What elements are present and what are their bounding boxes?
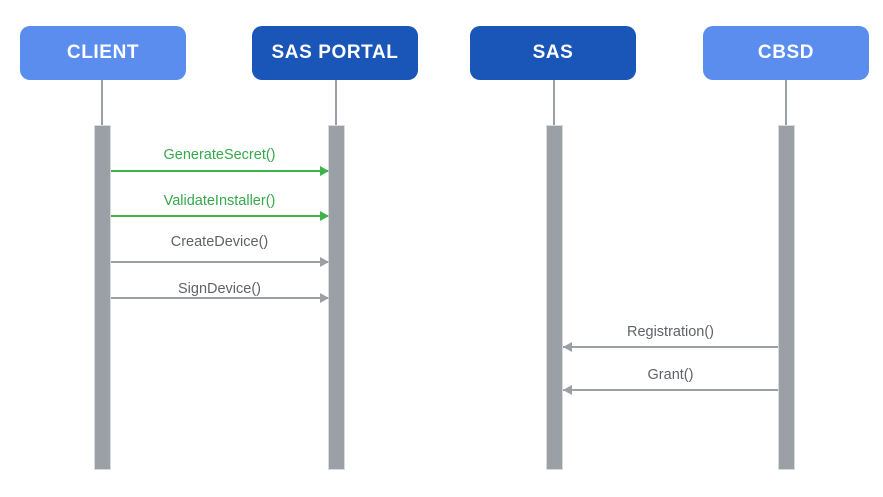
lifeline-sas	[553, 80, 555, 125]
message-arrowhead-registration	[563, 342, 572, 352]
message-line-create-device	[111, 261, 328, 263]
activation-bar-cbsd	[778, 125, 795, 470]
actor-box-sas-portal[interactable]: SAS PORTAL	[252, 26, 418, 80]
actor-box-cbsd[interactable]: CBSD	[703, 26, 869, 80]
lifeline-sas-portal	[335, 80, 337, 125]
lifeline-client	[101, 80, 103, 125]
actor-box-client[interactable]: CLIENT	[20, 26, 186, 80]
message-line-sign-device	[111, 297, 328, 299]
activation-bar-client	[94, 125, 111, 470]
activation-bar-sas-portal	[328, 125, 345, 470]
message-arrowhead-create-device	[320, 257, 329, 267]
message-line-registration	[563, 346, 778, 348]
message-arrowhead-sign-device	[320, 293, 329, 303]
actor-label-sas: SAS	[532, 42, 574, 63]
message-line-validate-installer	[111, 215, 328, 217]
activation-bar-sas	[546, 125, 563, 470]
actor-box-sas[interactable]: SAS	[470, 26, 636, 80]
message-arrowhead-validate-installer	[320, 211, 329, 221]
message-line-grant	[563, 389, 778, 391]
lifeline-cbsd	[785, 80, 787, 125]
message-label-grant: Grant()	[647, 367, 694, 383]
message-line-generate-secret	[111, 170, 328, 172]
actor-label-sas-portal: SAS PORTAL	[271, 42, 399, 63]
actor-label-cbsd: CBSD	[757, 42, 815, 63]
message-label-generate-secret: GenerateSecret()	[163, 147, 276, 163]
actor-label-client: CLIENT	[66, 42, 140, 63]
message-label-validate-installer: ValidateInstaller()	[163, 193, 276, 209]
message-label-registration: Registration()	[626, 324, 715, 340]
message-arrowhead-grant	[563, 385, 572, 395]
message-arrowhead-generate-secret	[320, 166, 329, 176]
message-label-create-device: CreateDevice()	[170, 234, 269, 250]
message-label-sign-device: SignDevice()	[178, 281, 261, 297]
